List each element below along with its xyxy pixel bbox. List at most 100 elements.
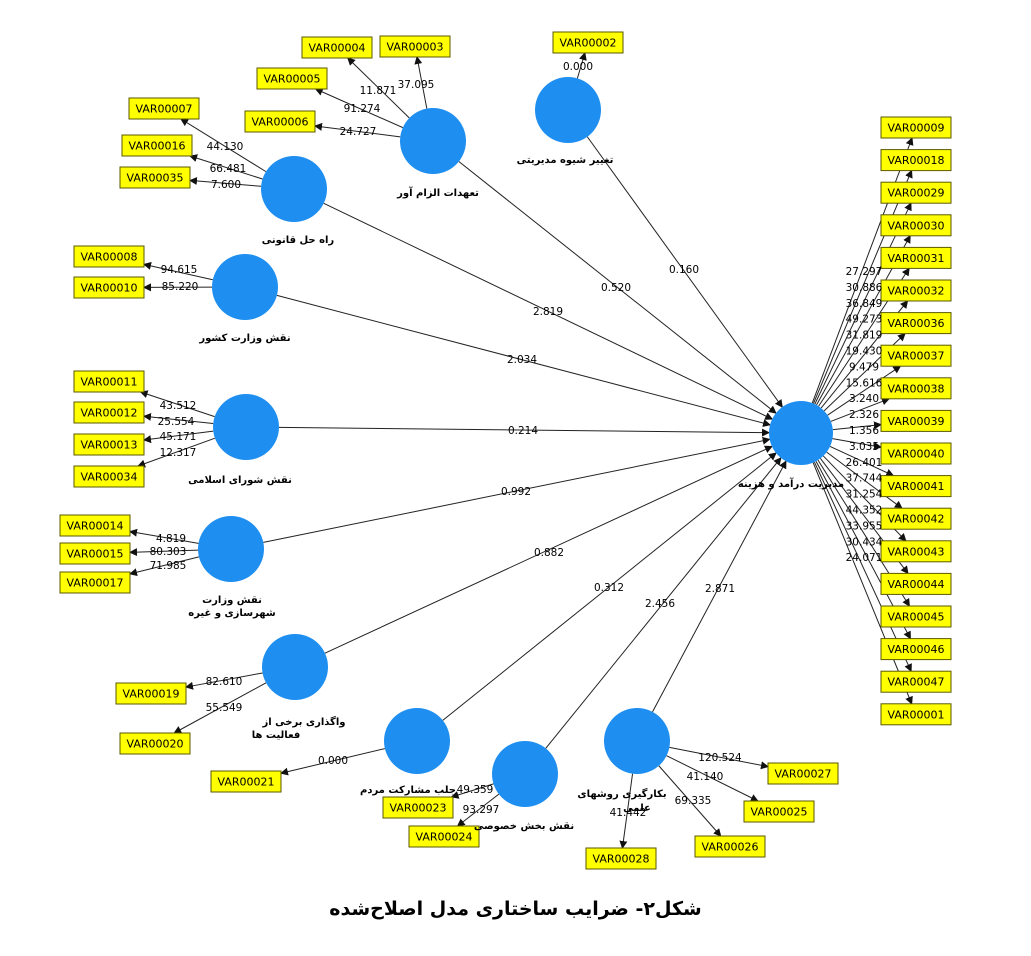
loading-value-var00029: 36.849 <box>846 298 883 310</box>
indicator-label-var00025: VAR00025 <box>751 806 808 819</box>
indicator-box-var00007 <box>128 97 200 120</box>
construct-name-c6-line1: نقش وزارت <box>202 595 262 606</box>
loading-value-var00010: 85.220 <box>162 281 199 293</box>
indicator-label-var00026: VAR00026 <box>702 841 759 854</box>
loading-edge-var00019 <box>185 672 263 690</box>
indicator-box-var00040 <box>880 442 952 465</box>
indicator-label-var00040: VAR00040 <box>888 448 945 461</box>
loading-edge-var00003 <box>414 56 428 109</box>
loading-edge-var00008 <box>143 261 213 281</box>
path-edge-c3 <box>323 202 774 420</box>
construct-circle-c9 <box>492 741 558 807</box>
loading-edge-var00023 <box>450 783 494 799</box>
indicator-box-var00004 <box>301 36 373 59</box>
indicator-box-var00021 <box>210 770 282 793</box>
loading-value-var00004: 11.871 <box>360 85 397 97</box>
loading-value-var00037: 15.616 <box>846 377 883 389</box>
construct-name-c8: جلب مشارکت مردم <box>360 785 456 796</box>
indicator-box-var00013 <box>73 433 145 456</box>
indicator-box-var00032 <box>880 279 952 302</box>
indicator-box-var00019 <box>115 682 187 705</box>
construct-circle-c4 <box>212 254 278 320</box>
loading-edge-var00034 <box>137 437 216 468</box>
loading-value-var00014: 4.819 <box>156 533 186 545</box>
construct-circle-c2 <box>400 108 466 174</box>
path-coefficient-c2: 0.520 <box>601 282 631 294</box>
indicator-label-var00015: VAR00015 <box>67 548 124 561</box>
path-edge-c2 <box>458 161 777 414</box>
indicator-label-var00006: VAR00006 <box>252 116 309 129</box>
loading-edge-var00013 <box>143 430 214 444</box>
path-coefficient-c10: 2.871 <box>705 583 735 595</box>
indicator-label-var00038: VAR00038 <box>888 382 945 395</box>
indicator-box-var00026 <box>694 835 766 858</box>
loading-edge-var00040 <box>832 438 882 450</box>
loading-value-var00002: 0.000 <box>563 61 593 73</box>
indicator-label-var00044: VAR00044 <box>888 578 945 591</box>
indicator-box-var00042 <box>880 507 952 530</box>
loading-edge-var00005 <box>314 88 404 129</box>
construct-name-c10-line2: علمی <box>623 803 651 814</box>
loading-value-var00046: 33.955 <box>846 520 883 532</box>
loading-value-var00041: 3.035 <box>849 441 879 453</box>
loading-value-var00017: 71.985 <box>150 560 187 572</box>
indicator-box-var00020 <box>119 732 191 755</box>
indicator-box-var00044 <box>880 572 952 595</box>
indicator-label-var00018: VAR00018 <box>888 154 945 167</box>
indicator-box-var00018 <box>880 149 952 172</box>
indicator-label-var00042: VAR00042 <box>888 513 945 526</box>
construct-name-c9: نقش بخش خصوصی <box>474 821 574 832</box>
indicator-label-var00009: VAR00009 <box>888 122 945 135</box>
loading-value-var00009: 27.297 <box>846 266 883 278</box>
construct-name-c2: تعهدات الزام آور <box>396 186 479 199</box>
loading-edge-var00047 <box>813 461 912 673</box>
loading-value-var00040: 1.356 <box>849 425 879 437</box>
indicator-label-var00014: VAR00014 <box>67 520 124 533</box>
indicator-box-var00045 <box>880 605 952 628</box>
construct-name-c5: نقش شورای اسلامی <box>188 475 292 486</box>
loading-edge-var00038 <box>830 397 890 422</box>
indicator-label-var00028: VAR00028 <box>593 853 650 866</box>
path-coefficient-c3: 2.819 <box>533 306 563 318</box>
indicator-box-var00014 <box>59 514 131 537</box>
indicator-label-var00039: VAR00039 <box>888 415 945 428</box>
indicator-box-var00046 <box>880 638 952 661</box>
loading-value-var00011: 43.512 <box>160 400 197 412</box>
indicator-box-var00002 <box>552 31 624 54</box>
loading-edge-var00029 <box>814 202 912 405</box>
indicator-box-var00005 <box>256 67 328 90</box>
indicator-label-var00007: VAR00007 <box>136 103 193 116</box>
figure-caption: شکل۲- ضرایب ساختاری مدل اصلاح‌شده <box>329 898 702 920</box>
construct-circle-c7 <box>262 634 328 700</box>
path-coefficient-c5: 0.214 <box>508 425 538 437</box>
edges-layer <box>129 52 914 849</box>
indicator-box-var00037 <box>880 344 952 367</box>
loading-value-var00045: 44.352 <box>846 505 883 517</box>
construct-circle-c6 <box>198 516 264 582</box>
loading-value-var00030: 49.273 <box>846 314 883 326</box>
indicator-label-var00005: VAR00005 <box>264 73 321 86</box>
indicator-label-var00041: VAR00041 <box>888 480 945 493</box>
construct-name-c7-line1: واگذاری برخی از <box>261 715 345 728</box>
indicator-box-var00027 <box>767 762 839 785</box>
loading-value-var00047: 30.434 <box>846 536 883 548</box>
loading-edge-var00018 <box>812 169 913 404</box>
indicator-box-var00012 <box>73 401 145 424</box>
loading-value-var00043: 37.744 <box>846 473 883 485</box>
construct-name-c3: راه حل قانونی <box>262 235 335 246</box>
indicator-box-var00001 <box>880 703 952 726</box>
loading-value-var00007: 44.130 <box>207 141 244 153</box>
loading-value-var00036: 9.479 <box>849 361 879 373</box>
construct-circle-c3 <box>261 156 327 222</box>
loading-value-var00028: 41.442 <box>610 807 647 819</box>
indicator-label-var00019: VAR00019 <box>123 688 180 701</box>
indicator-box-var00038 <box>880 377 952 400</box>
loading-value-var00039: 2.326 <box>849 409 879 421</box>
loading-edge-var00016 <box>189 154 263 180</box>
loading-value-var00025: 41.140 <box>687 771 724 783</box>
path-edge-c1 <box>586 136 783 408</box>
indicator-label-var00034: VAR00034 <box>81 471 138 484</box>
loading-edge-var00002 <box>576 52 587 79</box>
path-edge-c9 <box>545 457 782 749</box>
